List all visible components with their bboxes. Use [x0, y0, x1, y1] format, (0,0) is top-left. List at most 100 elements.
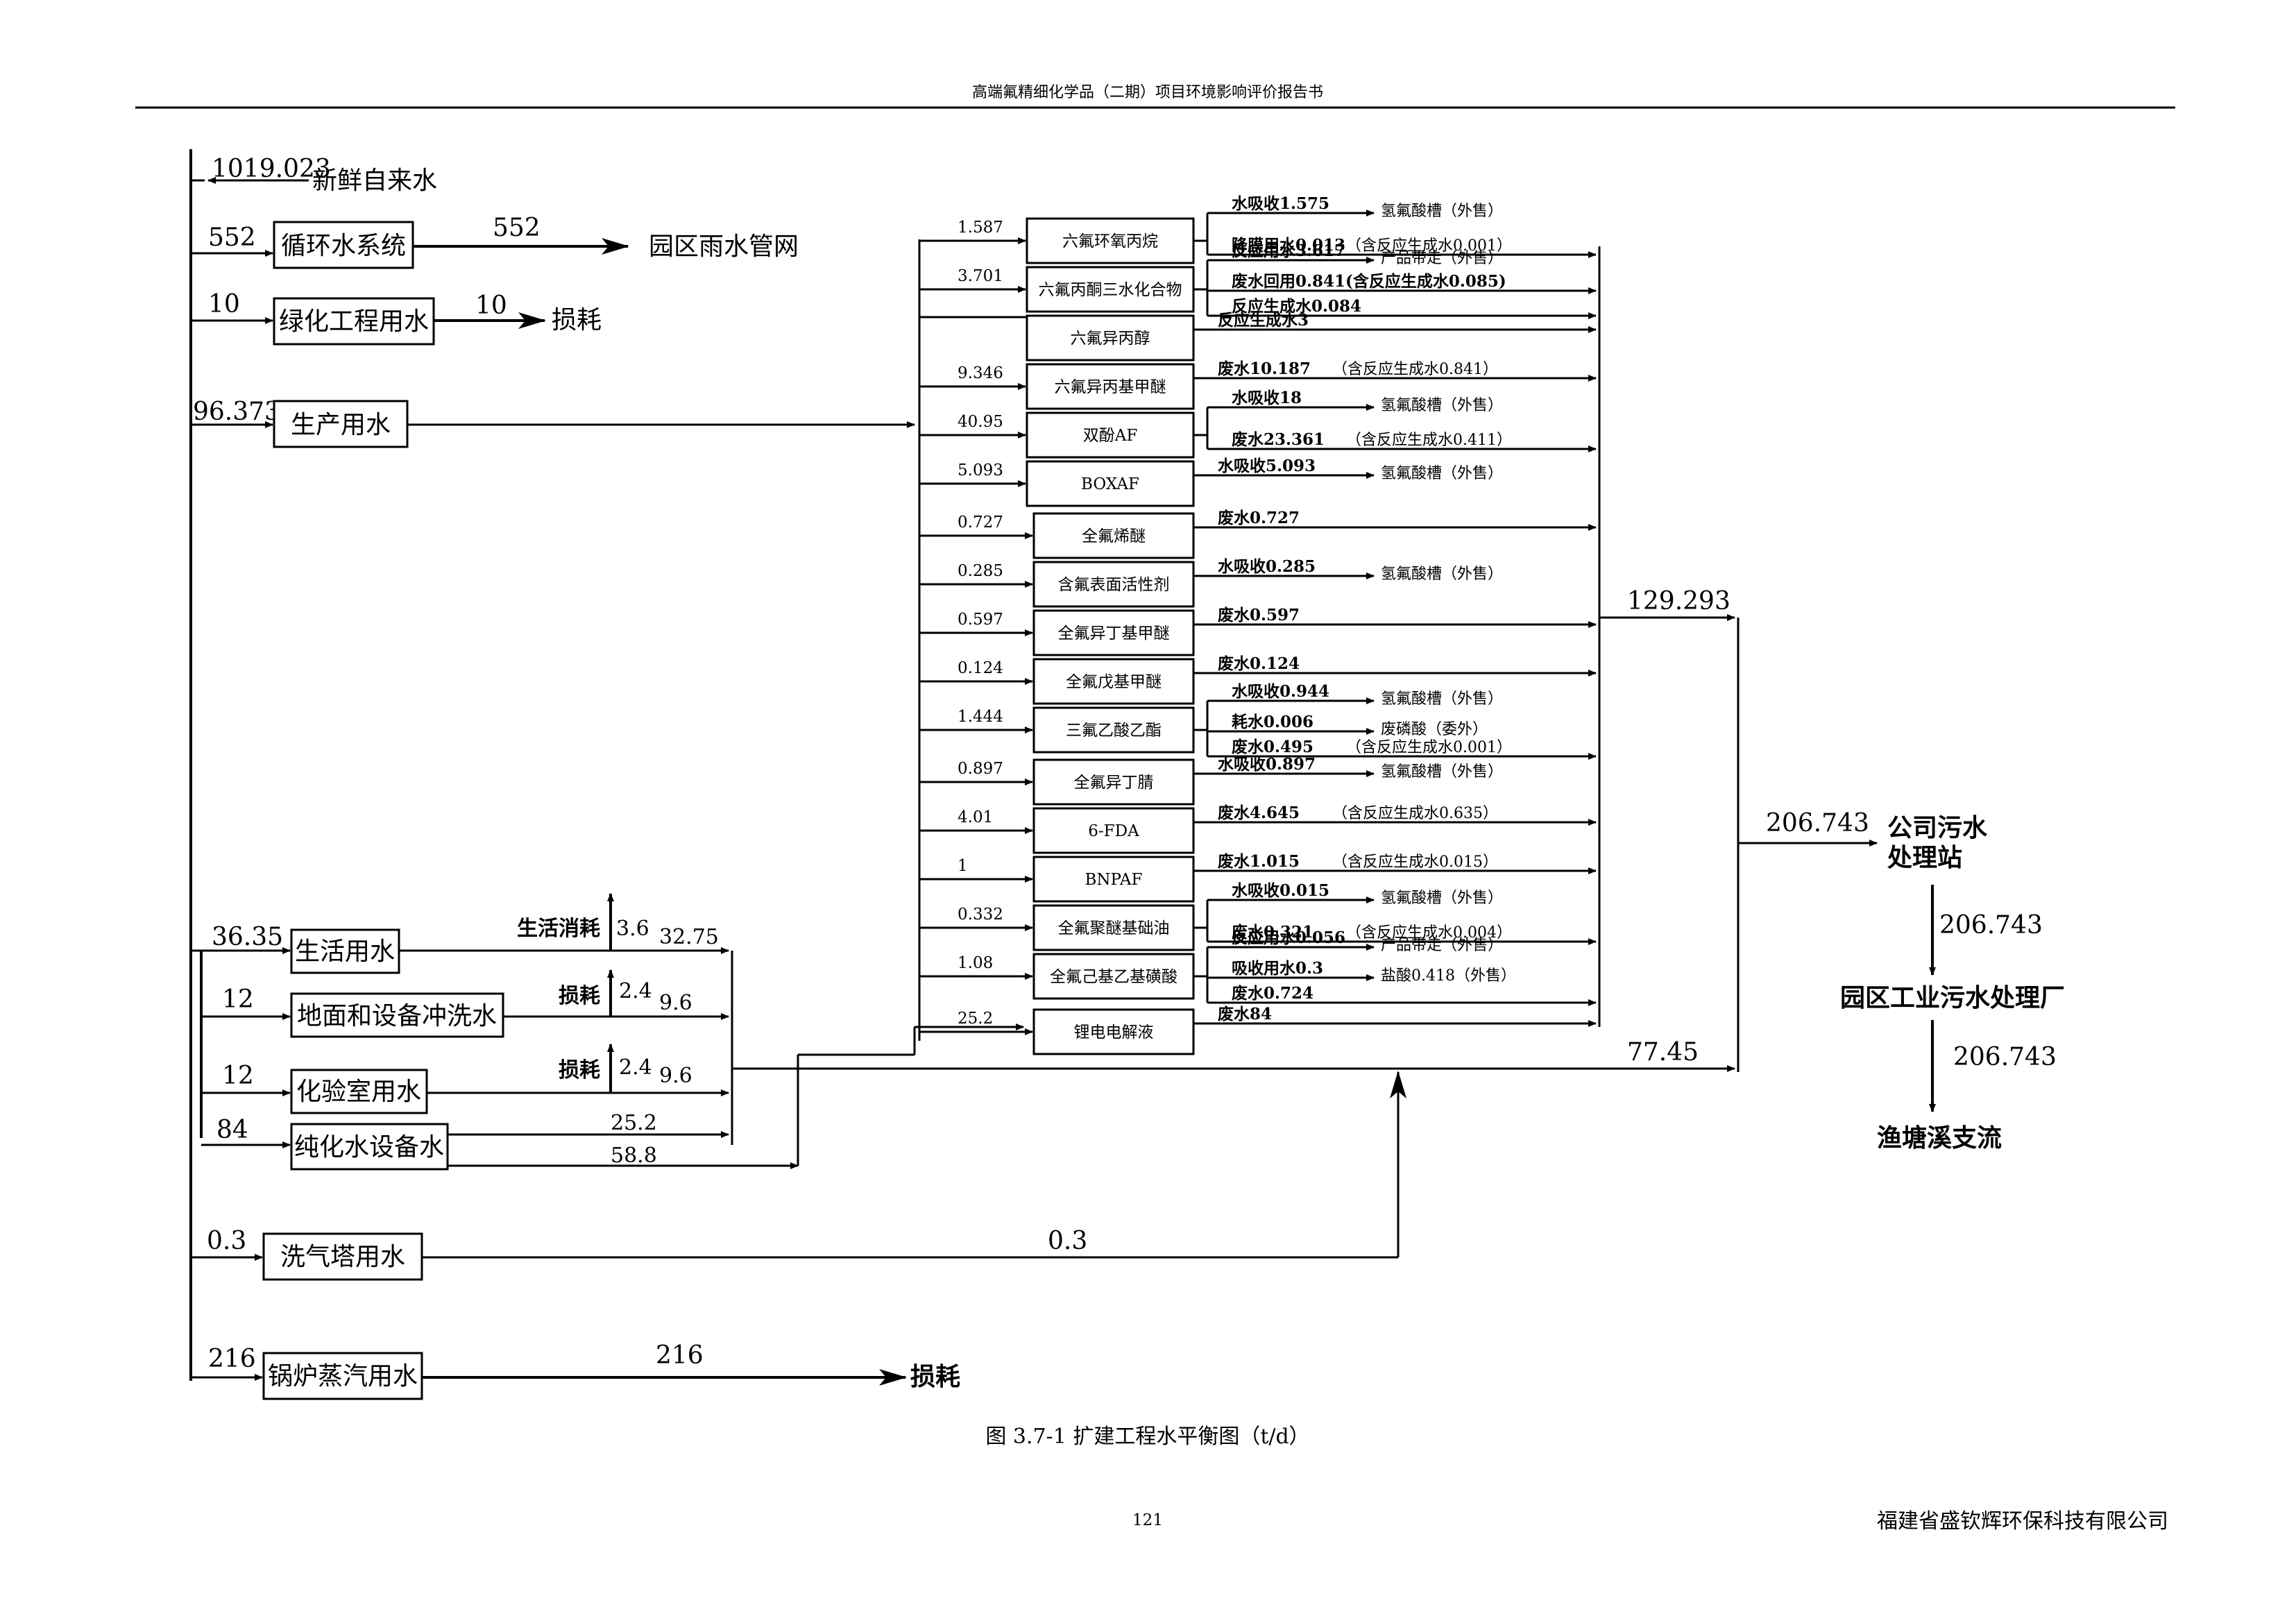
domestic-loss-flow: 3.6 [616, 917, 649, 941]
process-box [1026, 460, 1195, 507]
process-name: BOXAF [1081, 475, 1139, 493]
process-box [1026, 363, 1195, 410]
process-out-dest: 产品带走（外售） [1381, 250, 1503, 267]
company-station-line2: 处理站 [1887, 843, 1962, 872]
process-in-flow: 1 [958, 857, 968, 875]
process-out-dest: 氢氟酸槽（外售） [1381, 763, 1503, 781]
process-out-dest: 氢氟酸槽（外售） [1381, 890, 1503, 907]
unit-boiler: 216 锅炉蒸汽用水 216 损耗 [191, 1341, 960, 1400]
cooling-dest: 园区雨水管网 [649, 232, 799, 261]
figure-caption: 图 3.7-1 扩建工程水平衡图（t/d） [985, 1425, 1309, 1449]
floor-box-label: 地面和设备冲洗水 [297, 1002, 497, 1030]
process-out-note: （含反应生成水0.001） [1346, 237, 1512, 255]
process-out-label: 降膜用水0.013 [1232, 236, 1345, 255]
process-out-label: 吸收用水0.3 [1232, 959, 1323, 978]
scrubber-out-flow: 0.3 [1048, 1227, 1087, 1255]
process-box [1032, 512, 1195, 559]
unit-scrubber: 0.3 洗气塔用水 0.3 [191, 1071, 1406, 1281]
page-number: 121 [1132, 1511, 1163, 1529]
process-name: 六氟环氧丙烷 [1062, 232, 1158, 250]
process-name: 六氟丙酮三水化合物 [1039, 281, 1182, 299]
river-dest: 渔塘溪支流 [1877, 1123, 2002, 1153]
source-label: 新鲜自来水 [312, 167, 437, 195]
process-out-label: 水吸收5.093 [1218, 457, 1316, 475]
process-name: BNPAF [1085, 871, 1143, 889]
process-name: 锂电电解液 [1074, 1023, 1154, 1042]
pure-out2-flow: 58.8 [611, 1144, 657, 1168]
lab-loss-flow: 2.4 [619, 1055, 652, 1080]
process-out-label: 水吸收0.015 [1232, 881, 1329, 900]
total-flow: 206.743 [1766, 809, 1869, 838]
process-out-label: 耗水0.006 [1232, 713, 1313, 731]
unit-cooling-water: 552 循环水系统 552 园区雨水管网 [191, 214, 799, 269]
lower-trunk [191, 949, 203, 1138]
process-sum-flow: 129.293 [1627, 587, 1730, 615]
process-out-label: 废水4.645 [1218, 804, 1300, 822]
process-out-note: （含反应生成水0.841） [1332, 361, 1498, 378]
floor-loss-flow: 2.4 [619, 979, 652, 1003]
unit-laboratory: 12 化验室用水 9.6 损耗 2.4 [201, 1044, 729, 1114]
process-box [1032, 807, 1195, 854]
process-in-flow: 1.444 [958, 708, 1003, 726]
greening-box-label: 绿化工程用水 [279, 307, 429, 336]
process-name: 三氟乙酸乙酯 [1066, 722, 1162, 740]
unit-production-water: 96.373 生产用水 [191, 398, 915, 448]
pure-out1-flow: 25.2 [611, 1111, 657, 1135]
process-out-label: 反应生成水3 [1218, 311, 1309, 330]
process-out-dest: 氢氟酸槽（外售） [1381, 465, 1503, 482]
process-out-dest: 氢氟酸槽（外售） [1381, 203, 1503, 220]
process-out-label: 废水10.187 [1218, 359, 1311, 378]
process-out-label: 废水0.727 [1218, 509, 1300, 527]
scrubber-in-flow: 0.3 [207, 1227, 246, 1255]
process-in-flow: 0.727 [958, 513, 1003, 532]
floor-in-flow: 12 [222, 985, 254, 1014]
process-box [1032, 658, 1195, 705]
domestic-in-flow: 36.35 [212, 923, 283, 951]
process-box [1032, 561, 1195, 608]
process-out-dest: 产品带走（外售） [1381, 937, 1503, 954]
process-out-label: 水吸收0.944 [1232, 682, 1329, 701]
process-name: 六氟异丙醇 [1071, 330, 1150, 348]
process-box [1032, 904, 1195, 951]
lab-box-label: 化验室用水 [296, 1078, 421, 1106]
process-in-flow: 0.332 [958, 906, 1003, 924]
process-out-label: 废水0.124 [1218, 654, 1300, 673]
source-flow: 1019.023 [212, 155, 331, 183]
process-out-label: 水吸收1.575 [1232, 194, 1329, 213]
process-box [1032, 758, 1195, 806]
process-row: 1.587 六氟环氧丙烷 水吸收1.575 氢氟酸槽（外售） 降膜用水0.013（含反应… [919, 194, 1597, 264]
process-name: 含氟表面活性剂 [1058, 576, 1170, 594]
process-out-dest: 氢氟酸槽（外售） [1381, 690, 1503, 708]
process-out-label: 废水84 [1218, 1005, 1272, 1023]
process-out-label: 反应生成水0.084 [1232, 297, 1361, 316]
process-in-flow: 5.093 [958, 461, 1003, 479]
process-in-flow: 4.01 [958, 808, 993, 826]
process-box [1032, 1008, 1195, 1055]
station-to-plant-flow: 206.743 [1939, 911, 2043, 940]
process-out-label: 废水0.495 [1232, 738, 1313, 756]
domestic-out-flow: 32.75 [659, 925, 719, 949]
process-out-note: （含反应生成水0.015） [1332, 853, 1498, 871]
process-out-dest: 盐酸0.418（外售） [1381, 967, 1516, 985]
process-out-note: （含反应生成水0.635） [1332, 805, 1498, 822]
boiler-in-flow: 216 [208, 1345, 256, 1373]
process-out-note: （含反应生成水0.411） [1346, 432, 1512, 449]
process-in-flow: 9.346 [958, 364, 1003, 382]
cooling-out-flow: 552 [493, 214, 541, 242]
process-name: 全氟聚醚基础油 [1058, 919, 1170, 937]
floor-loss-label: 损耗 [559, 984, 600, 1008]
process-in-flow: 1.587 [958, 219, 1003, 237]
unit-floor-washing: 12 地面和设备冲洗水 9.6 损耗 2.4 [201, 969, 729, 1038]
process-out-label: 废水回用0.841(含反应生成水0.085) [1232, 272, 1506, 291]
process-out-label: 反应用水0.056 [1232, 928, 1345, 947]
lab-out-flow: 9.6 [659, 1064, 692, 1088]
process-box [1026, 266, 1195, 313]
process-out-label: 水吸收18 [1232, 389, 1302, 407]
process-name: 全氟异丁基甲醚 [1058, 624, 1170, 643]
unit-domestic: 36.35 生活用水 32.75 生活消耗 3.6 [201, 893, 729, 974]
